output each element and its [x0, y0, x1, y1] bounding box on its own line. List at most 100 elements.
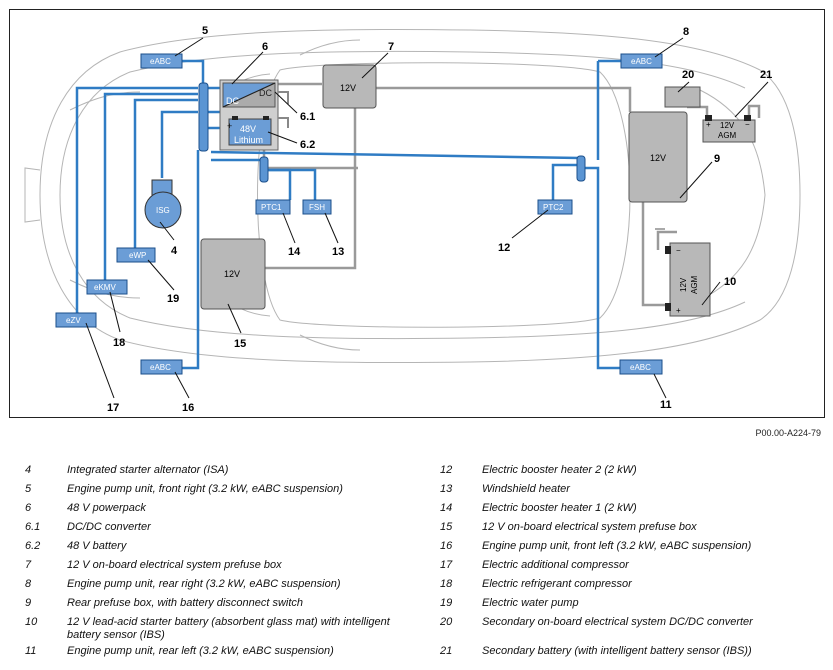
eabc-rear-right-box	[620, 53, 663, 69]
legend-number: 6.2	[25, 540, 41, 552]
48v-wiring	[75, 59, 621, 370]
secondary-battery-label1: 12V	[720, 121, 735, 130]
legend-description: DC/DC converter	[67, 521, 151, 533]
legend-description: Engine pump unit, rear left (3.2 kW, eAB…	[67, 645, 334, 657]
ptc1-label: PTC1	[261, 203, 282, 212]
eabc-rear-left-label: eABC	[630, 363, 651, 372]
ewp-label: eWP	[129, 251, 146, 260]
legend-number: 13	[440, 483, 453, 495]
dc-right-label: DC	[259, 88, 272, 98]
prefuse-box-small: 12V	[200, 238, 266, 310]
legend-number: 18	[440, 578, 453, 590]
prefuse-box-small-label: 12V	[224, 269, 240, 279]
secondary-battery-plus: +	[706, 120, 711, 129]
legend-number: 7	[25, 559, 32, 571]
legend-description: Secondary on-board electrical system DC/…	[482, 616, 753, 628]
legend-number: 16	[440, 540, 453, 552]
48v-powerpack: DC DC + 48V Lithium	[219, 79, 289, 151]
callout-8: 8	[683, 26, 689, 38]
legend-number: 11	[25, 645, 37, 657]
callout-11: 11	[660, 399, 672, 411]
callout-6-2: 6.2	[300, 139, 315, 151]
callout-20: 20	[682, 69, 694, 81]
secondary-battery-minus: −	[745, 120, 750, 129]
starter-battery-plus: +	[676, 306, 681, 315]
legend-description: Engine pump unit, front right (3.2 kW, e…	[67, 483, 343, 495]
ptc1-box	[255, 199, 291, 215]
legend-description: Electric additional compressor	[482, 559, 629, 571]
legend-number: 10	[25, 616, 38, 628]
legend-description: Engine pump unit, front left (3.2 kW, eA…	[482, 540, 752, 552]
legend-description: 48 V powerpack	[67, 502, 146, 514]
legend-number: 20	[440, 616, 453, 628]
callout-19: 19	[167, 293, 179, 305]
ptc2-label: PTC2	[543, 203, 564, 212]
battery-48v-plus: +	[227, 121, 232, 131]
eabc-front-right-label: eABC	[150, 57, 171, 66]
legend-description: Electric booster heater 1 (2 kW)	[482, 502, 637, 514]
callout-6-1: 6.1	[300, 111, 315, 123]
callout-18: 18	[113, 337, 125, 349]
callout-17: 17	[107, 402, 119, 414]
eabc-front-left-label: eABC	[150, 363, 171, 372]
callout-12: 12	[498, 242, 510, 254]
prefuse-box-rear-label: 12V	[650, 153, 666, 163]
callout-10: 10	[724, 276, 736, 288]
legend-number: 17	[440, 559, 453, 571]
vehicle-electrical-diagram: DC DC + 48V Lithium 12V 12V 12V + − 12V …	[24, 25, 801, 414]
callout-7: 7	[388, 41, 394, 53]
callout-lines	[85, 37, 769, 399]
busbar	[198, 82, 586, 183]
secondary-battery: + − 12V AGM	[702, 115, 756, 143]
fsh-box	[302, 199, 332, 215]
legend-description: Windshield heater	[482, 483, 570, 495]
legend-description: Engine pump unit, rear right (3.2 kW, eA…	[67, 578, 341, 590]
legend-number: 21	[440, 645, 453, 657]
reference-code: P00.00-A224-79	[755, 428, 821, 438]
legend-number: 12	[440, 464, 453, 476]
callout-4: 4	[171, 245, 178, 257]
legend-number: 9	[25, 597, 32, 609]
legend-description: 12 V lead-acid starter battery (absorben…	[67, 616, 390, 642]
starter-battery-label2: AGM	[690, 275, 699, 294]
callout-5: 5	[202, 25, 208, 37]
legend-description: Electric water pump	[482, 597, 579, 609]
ptc2-box	[537, 199, 573, 215]
legend-description: Electric refrigerant compressor	[482, 578, 632, 590]
starter-battery: − + 12V AGM	[665, 242, 711, 317]
legend-number: 6	[25, 502, 32, 514]
ekmv-label: eKMV	[94, 283, 116, 292]
secondary-battery-label2: AGM	[718, 131, 737, 140]
ewp-box	[116, 247, 156, 263]
legend-number: 15	[440, 521, 453, 533]
legend-description: 12 V on-board electrical system prefuse …	[482, 521, 697, 533]
legend-number: 19	[440, 597, 453, 609]
eabc-front-right-box	[140, 53, 183, 69]
legend-number: 4	[25, 464, 32, 476]
legend-description: 48 V battery	[67, 540, 127, 552]
legend-description: Secondary battery (with intelligent batt…	[482, 645, 752, 657]
ezv-label: eZV	[66, 316, 81, 325]
battery-48v-label: 48V	[240, 124, 256, 134]
secondary-dcdc	[664, 86, 701, 108]
prefuse-box-front-label: 12V	[340, 83, 356, 93]
callout-6: 6	[262, 41, 268, 53]
callout-13: 13	[332, 246, 344, 258]
eabc-rear-right-label: eABC	[631, 57, 652, 66]
callout-16: 16	[182, 402, 194, 414]
dc-left-label: DC	[226, 96, 239, 106]
battery-48v-chem: Lithium	[234, 135, 263, 145]
isg: ISG	[144, 179, 182, 229]
fsh-label: FSH	[309, 203, 325, 212]
callout-numbers: 5 6 6.1 6.2 7 8 20 21 9 10 11 12 13 14 1…	[107, 25, 772, 414]
callout-21: 21	[760, 69, 772, 81]
callout-9: 9	[714, 153, 720, 165]
starter-battery-minus: −	[676, 246, 681, 255]
isg-label: ISG	[156, 206, 170, 215]
legend-number: 14	[440, 502, 453, 514]
starter-battery-label1: 12V	[679, 277, 688, 292]
callout-14: 14	[288, 246, 301, 258]
legend-number: 8	[25, 578, 32, 590]
eabc-rear-left-box	[619, 359, 663, 375]
eabc-front-left-box	[140, 359, 183, 375]
